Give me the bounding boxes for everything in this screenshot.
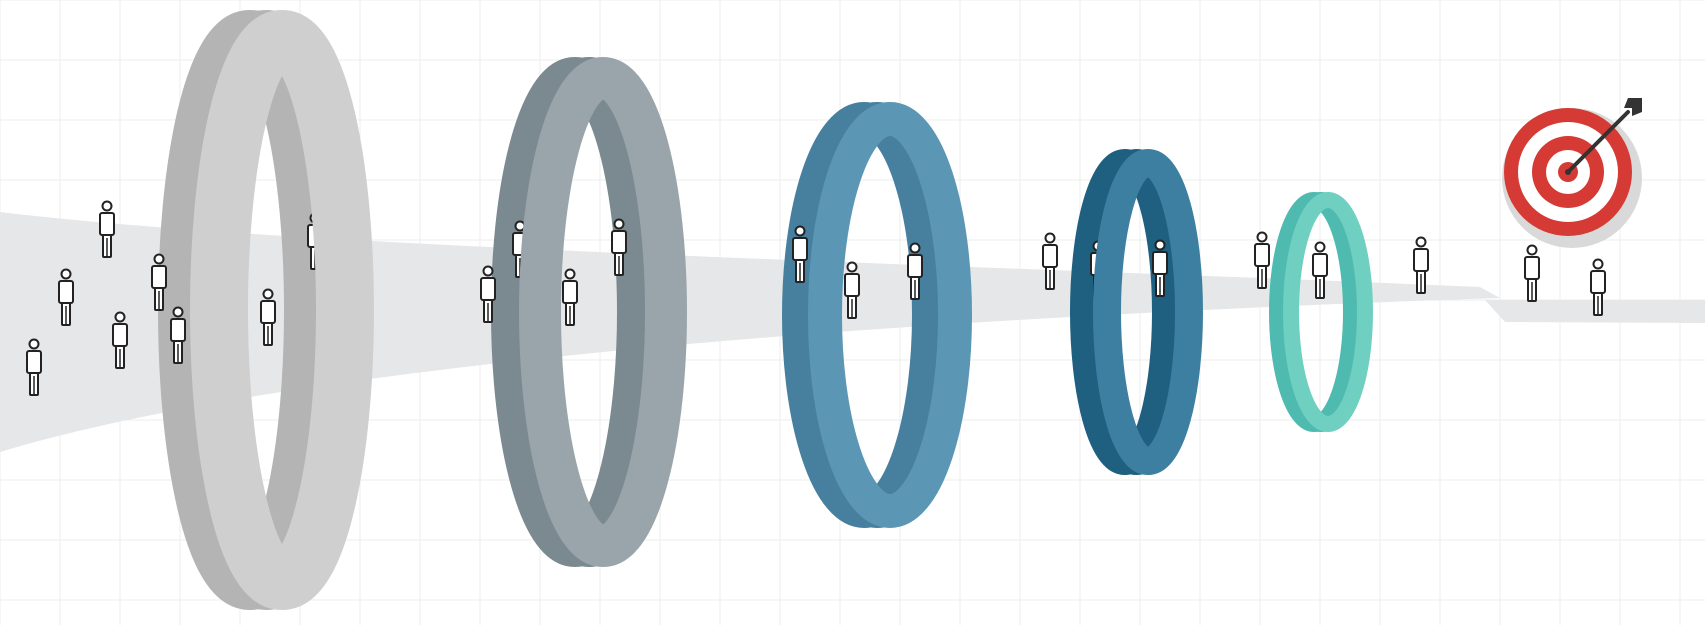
person-icon	[1414, 238, 1428, 294]
person-icon	[1043, 234, 1057, 290]
person-icon	[1525, 246, 1539, 302]
person-icon	[1313, 243, 1327, 299]
person-icon	[1255, 233, 1269, 289]
person-icon	[100, 202, 114, 258]
person-icon	[1591, 260, 1605, 316]
